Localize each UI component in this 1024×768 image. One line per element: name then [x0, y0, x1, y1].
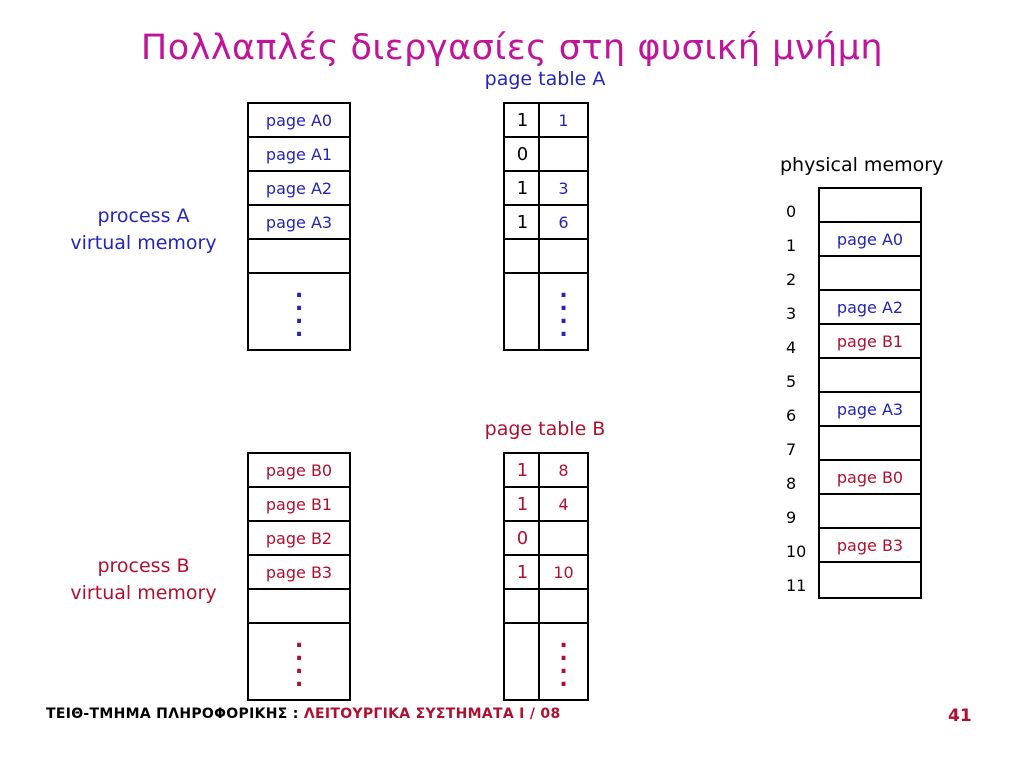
- process-a-label-line1: process A: [97, 205, 190, 227]
- frame-index-6: 6: [786, 406, 797, 425]
- frame-4: page B1: [820, 325, 920, 359]
- frame-8: page B0: [820, 461, 920, 495]
- frame-index-2: 2: [786, 270, 797, 289]
- pta-valid-2: 1: [505, 172, 540, 206]
- frame-index-4: 4: [786, 338, 797, 357]
- process-a-virtual-memory: page A0 page A1 page A2 page A3 ....: [247, 102, 351, 351]
- virtual-memory-continuation: ....: [249, 274, 349, 349]
- frame-index-1: 1: [786, 236, 797, 255]
- frame-2: [820, 257, 920, 291]
- physical-memory-label: physical memory: [780, 154, 944, 176]
- frame-index-3: 3: [786, 304, 797, 323]
- ellipsis-icon: ....: [559, 627, 568, 692]
- ptb-valid-3: 1: [505, 556, 540, 590]
- virtual-memory-continuation: ....: [249, 624, 349, 699]
- virtual-page-a1: page A1: [249, 138, 349, 172]
- pta-valid-1: 0: [505, 138, 540, 172]
- page-table-a-label: page table A: [484, 68, 606, 90]
- ptb-frame-2: [540, 522, 587, 556]
- ellipsis-icon: ....: [559, 277, 568, 342]
- pta-frame-1: [540, 138, 587, 172]
- frame-index-11: 11: [786, 576, 807, 595]
- process-b-label-line1: process B: [97, 555, 190, 577]
- frame-7: [820, 427, 920, 461]
- footer-department: ΤΕΙΘ-ΤΜΗΜΑ ΠΛΗΡΟΦΟΡΙΚΗΣ :: [46, 706, 304, 722]
- ptb-frame-1: 4: [540, 488, 587, 522]
- footer-course: ΛΕΙΤΟΥΡΓΙΚΑ ΣΥΣΤΗΜΑΤΑ Ι / 08: [303, 706, 561, 722]
- pta-continuation: ....: [540, 274, 587, 349]
- ptb-valid-1: 1: [505, 488, 540, 522]
- ptb-valid-0: 1: [505, 454, 540, 488]
- frame-10: page B3: [820, 529, 920, 563]
- frame-index-10: 10: [786, 542, 807, 561]
- ptb-frame-0: 8: [540, 454, 587, 488]
- virtual-page-a0: page A0: [249, 104, 349, 138]
- footer: ΤΕΙΘ-ΤΜΗΜΑ ΠΛΗΡΟΦΟΡΙΚΗΣ : ΛΕΙΤΟΥΡΓΙΚΑ ΣΥ…: [46, 706, 561, 722]
- column-divider: [538, 454, 540, 699]
- frame-index-0: 0: [786, 202, 797, 221]
- frame-5: [820, 359, 920, 393]
- virtual-page-b1: page B1: [249, 488, 349, 522]
- frame-1: page A0: [820, 223, 920, 257]
- ptb-valid-2: 0: [505, 522, 540, 556]
- frame-3: page A2: [820, 291, 920, 325]
- ellipsis-icon: ....: [294, 277, 304, 342]
- page-table-a: 1 1 0 1 3 1 6 ....: [503, 102, 589, 351]
- process-a-label-line2: virtual memory: [70, 232, 217, 254]
- process-b-label-line2: virtual memory: [70, 582, 217, 604]
- pta-valid-3: 1: [505, 206, 540, 240]
- virtual-page-empty: [249, 240, 349, 274]
- pta-frame-2: 3: [540, 172, 587, 206]
- column-divider: [538, 104, 540, 349]
- frame-0: [820, 189, 920, 223]
- virtual-page-a2: page A2: [249, 172, 349, 206]
- page-number: 41: [948, 706, 972, 726]
- frame-index-7: 7: [786, 440, 797, 459]
- virtual-page-b3: page B3: [249, 556, 349, 590]
- process-b-label: process B virtual memory: [56, 553, 231, 607]
- process-b-virtual-memory: page B0 page B1 page B2 page B3 ....: [247, 452, 351, 701]
- frame-index-5: 5: [786, 372, 797, 391]
- pta-empty-row: [505, 240, 587, 274]
- frame-11: [820, 563, 920, 597]
- virtual-page-empty: [249, 590, 349, 624]
- pta-valid-0: 1: [505, 104, 540, 138]
- process-a-label: process A virtual memory: [56, 203, 231, 257]
- frame-9: [820, 495, 920, 529]
- page-table-b-label: page table B: [484, 418, 606, 440]
- frame-6: page A3: [820, 393, 920, 427]
- ellipsis-icon: ....: [294, 627, 304, 692]
- ptb-empty-row: [505, 590, 587, 624]
- frame-index-8: 8: [786, 474, 797, 493]
- pta-frame-3: 6: [540, 206, 587, 240]
- ptb-continuation: ....: [540, 624, 587, 699]
- pta-frame-0: 1: [540, 104, 587, 138]
- virtual-page-a3: page A3: [249, 206, 349, 240]
- page-table-b: 1 8 1 4 0 1 10 ....: [503, 452, 589, 701]
- physical-memory: page A0 page A2 page B1 page A3 page B0 …: [818, 187, 922, 599]
- slide-title: Πολλαπλές διεργασίες στη φυσική μνήμη: [140, 28, 884, 68]
- frame-index-9: 9: [786, 508, 797, 527]
- ptb-frame-3: 10: [540, 556, 587, 590]
- virtual-page-b0: page B0: [249, 454, 349, 488]
- virtual-page-b2: page B2: [249, 522, 349, 556]
